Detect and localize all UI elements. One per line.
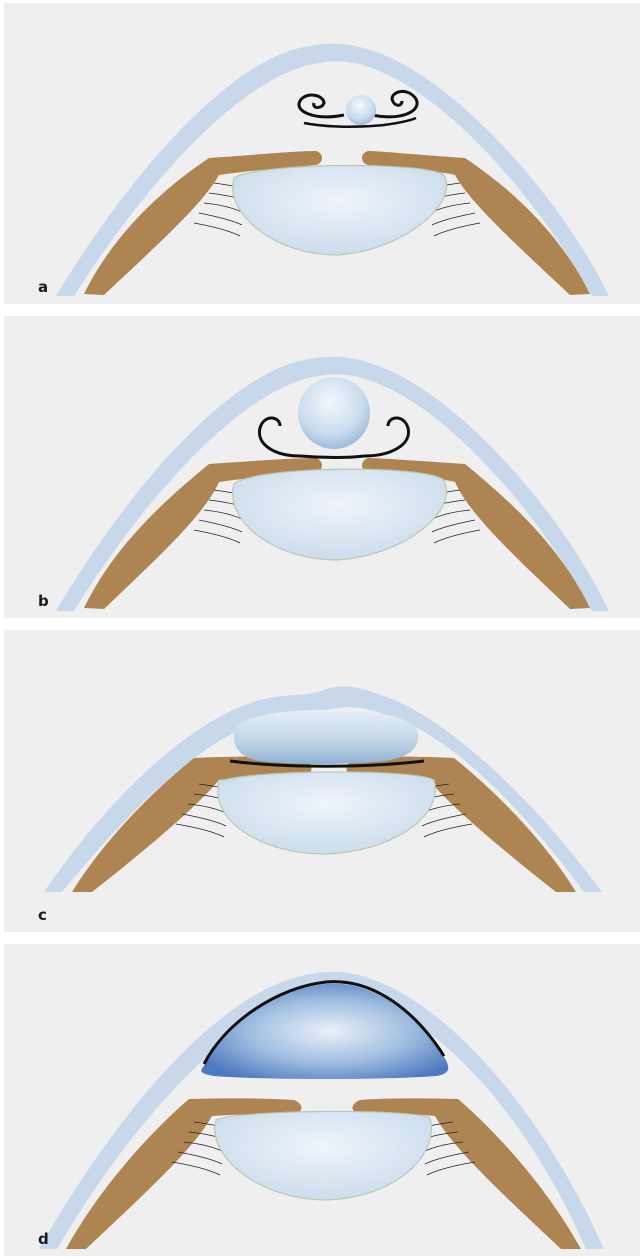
air-bubble-large	[201, 984, 448, 1079]
panel-d: d	[4, 944, 640, 1256]
panel-c: c	[4, 630, 640, 932]
panel-label-a: a	[38, 278, 48, 296]
panel-b-diagram	[4, 316, 640, 618]
air-bubble-small	[346, 95, 376, 125]
lens	[218, 772, 436, 854]
lens	[233, 166, 447, 255]
panel-label-d: d	[38, 1230, 49, 1248]
panel-d-diagram	[4, 944, 640, 1256]
panel-b: b	[4, 316, 640, 618]
air-bubble-medium	[298, 377, 370, 449]
panel-a: a	[4, 3, 640, 304]
air-bubble-flat	[234, 710, 419, 764]
panel-c-diagram	[4, 630, 640, 932]
lens	[233, 469, 447, 560]
panel-label-b: b	[38, 592, 49, 610]
panel-a-diagram	[4, 3, 640, 304]
lens	[215, 1111, 432, 1200]
panel-label-c: c	[38, 906, 47, 924]
graft-scroll-left	[299, 95, 344, 117]
graft-scroll-right	[372, 91, 417, 116]
